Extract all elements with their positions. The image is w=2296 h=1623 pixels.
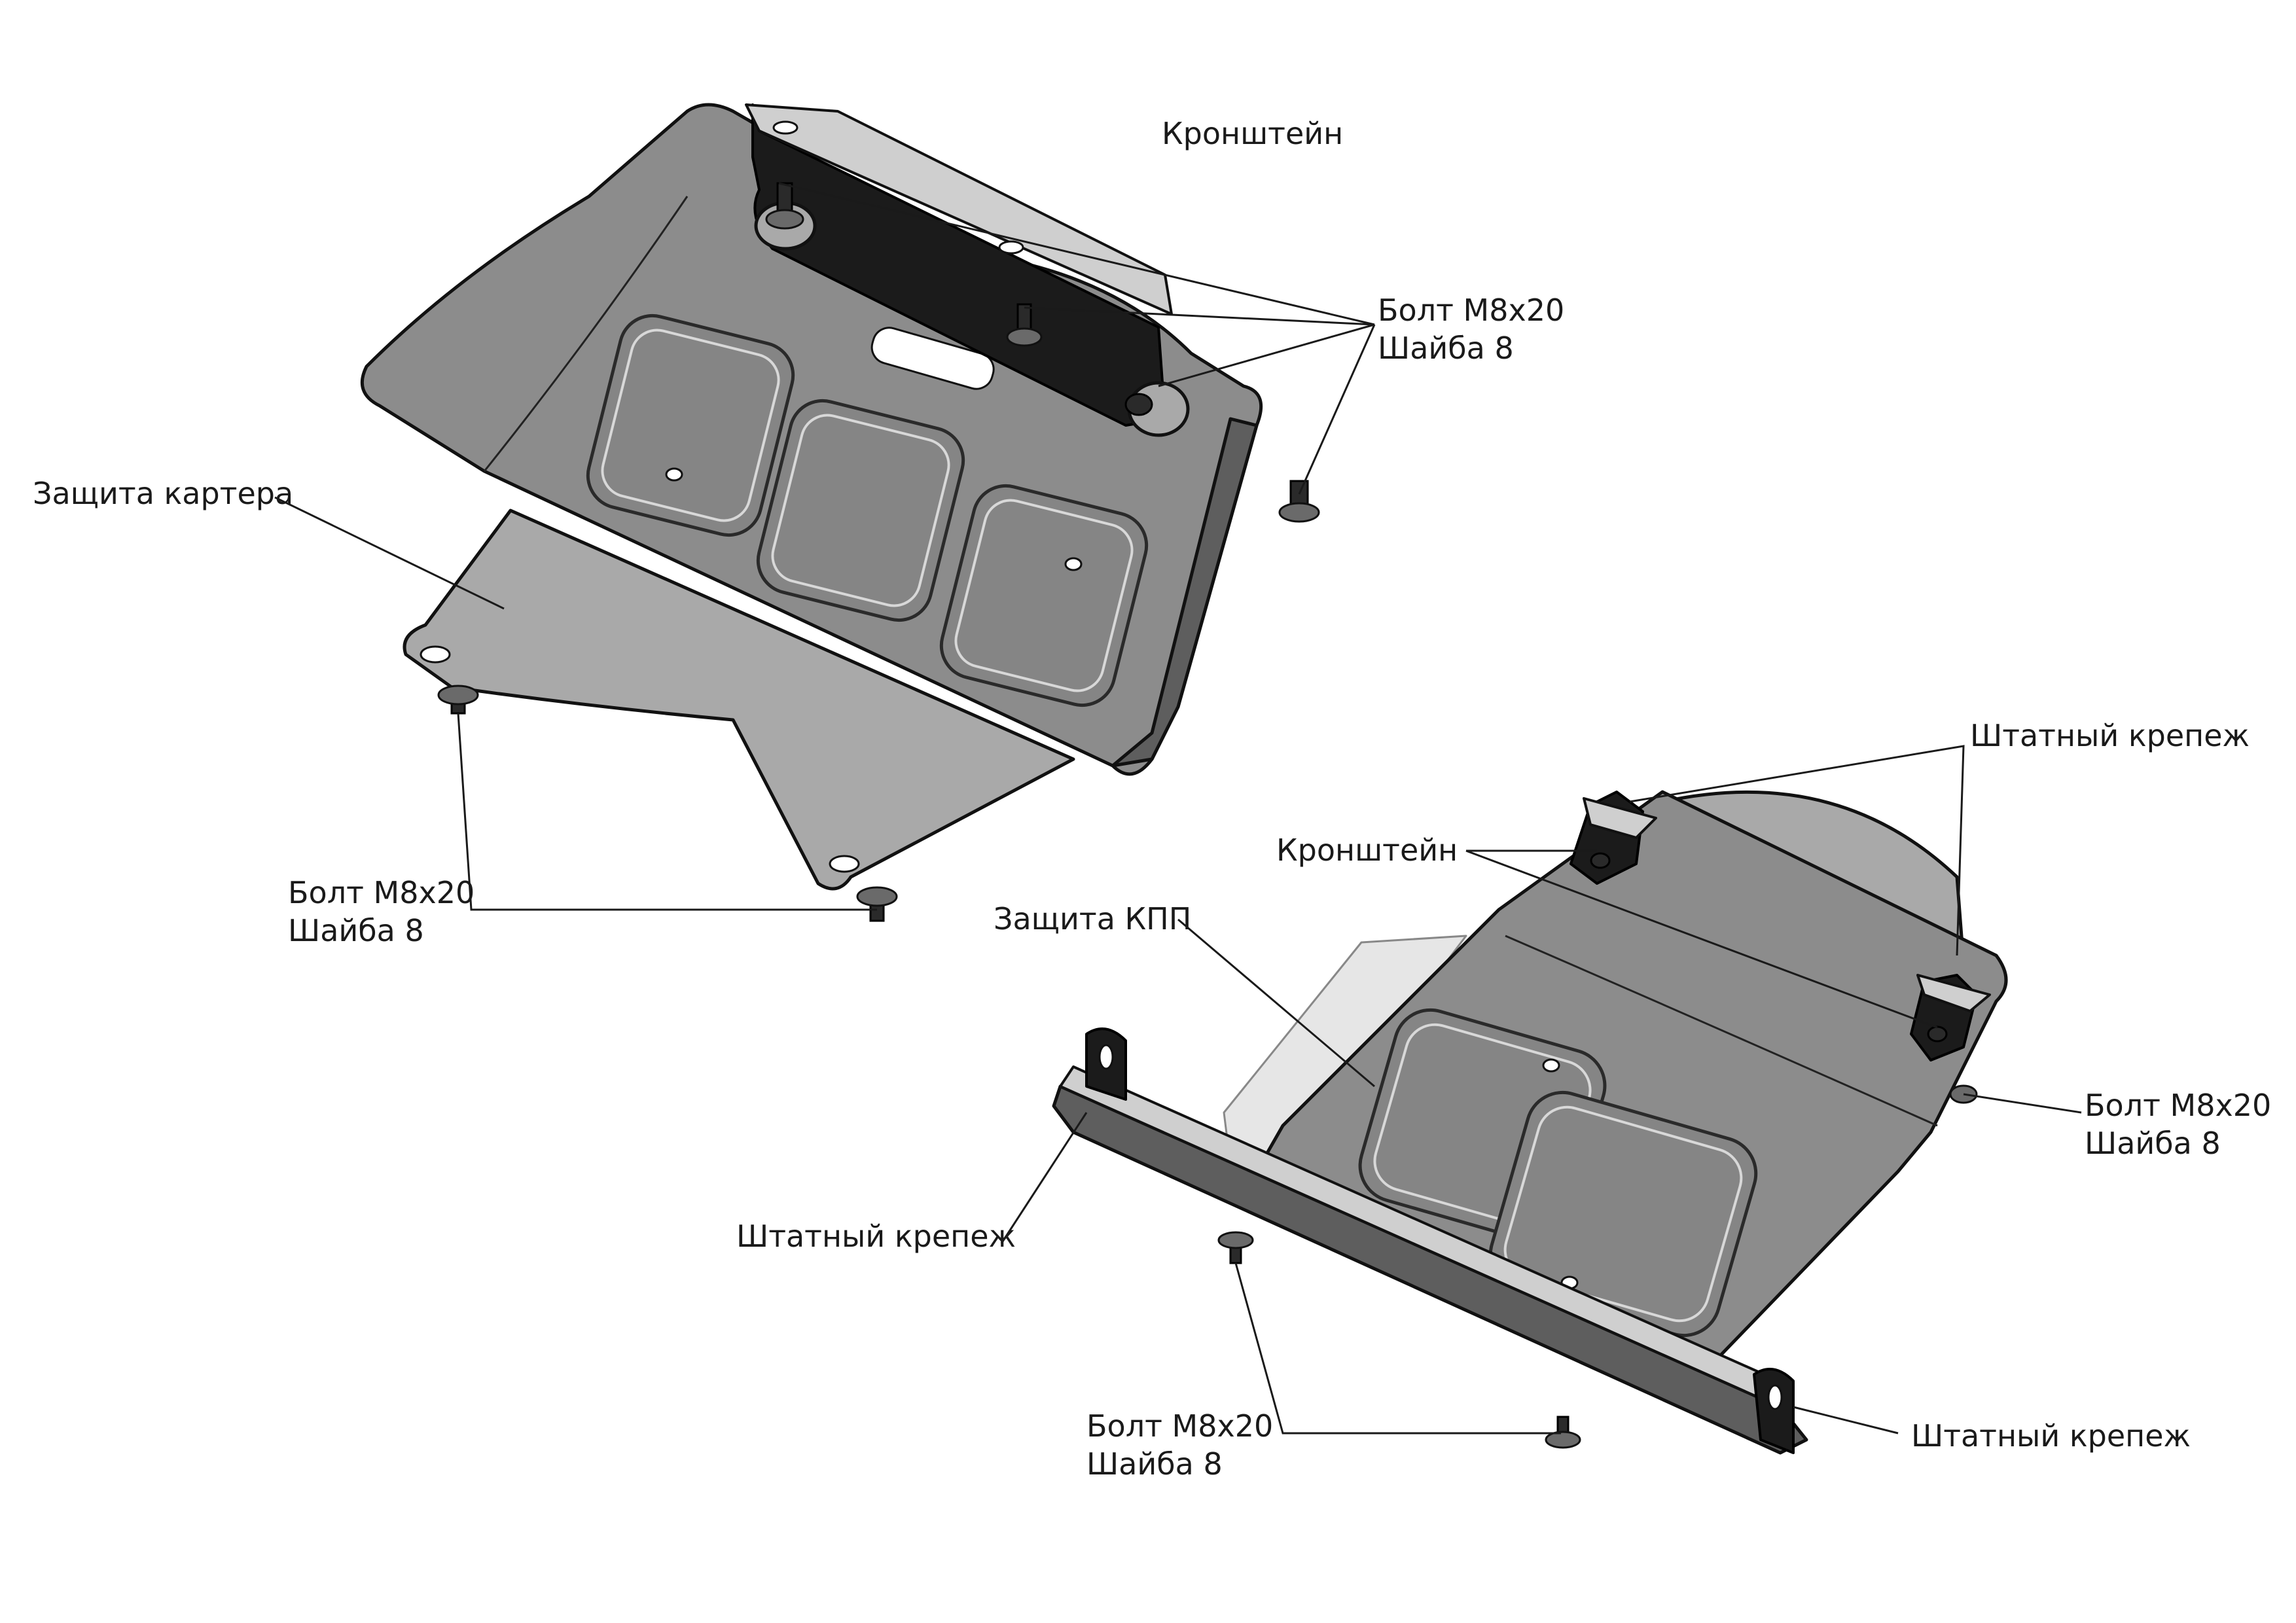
label-standard-fastener-bottom: Штатный крепеж <box>1911 1418 2191 1454</box>
gearbox-guard-plate-icon <box>1052 790 2008 1455</box>
leader-lines <box>274 182 2082 1435</box>
bracket-icon <box>745 103 1173 427</box>
label-standard-fastener-left: Штатный крепеж <box>736 1219 1016 1254</box>
label-bolt-top-right-2: Шайба 8 <box>1378 330 1514 366</box>
label-bracket-right: Кронштейн <box>1276 832 1458 868</box>
crankcase-guard-plate-icon <box>360 103 1263 891</box>
label-bolt-left-1: Болт М8х20 <box>288 875 475 910</box>
label-bracket-top: Кронштейн <box>1162 116 1343 151</box>
label-gearbox-guard: Защита КПП <box>994 901 1191 936</box>
label-crankcase-guard: Защита картера <box>33 476 293 511</box>
bolt-icon <box>437 182 1320 922</box>
label-bolt-bottom-2: Шайба 8 <box>1086 1446 1223 1482</box>
label-bolt-bottom-1: Болт М8х20 <box>1086 1408 1273 1444</box>
label-bolt-right-1: Болт М8х20 <box>2085 1088 2271 1123</box>
label-bolt-left-2: Шайба 8 <box>288 913 424 948</box>
label-standard-fastener-top: Штатный крепеж <box>1970 718 2250 753</box>
bolt-icon <box>1217 852 1978 1449</box>
label-bolt-right-2: Шайба 8 <box>2085 1126 2221 1161</box>
label-bolt-top-right-1: Болт М8х20 <box>1378 293 1564 328</box>
